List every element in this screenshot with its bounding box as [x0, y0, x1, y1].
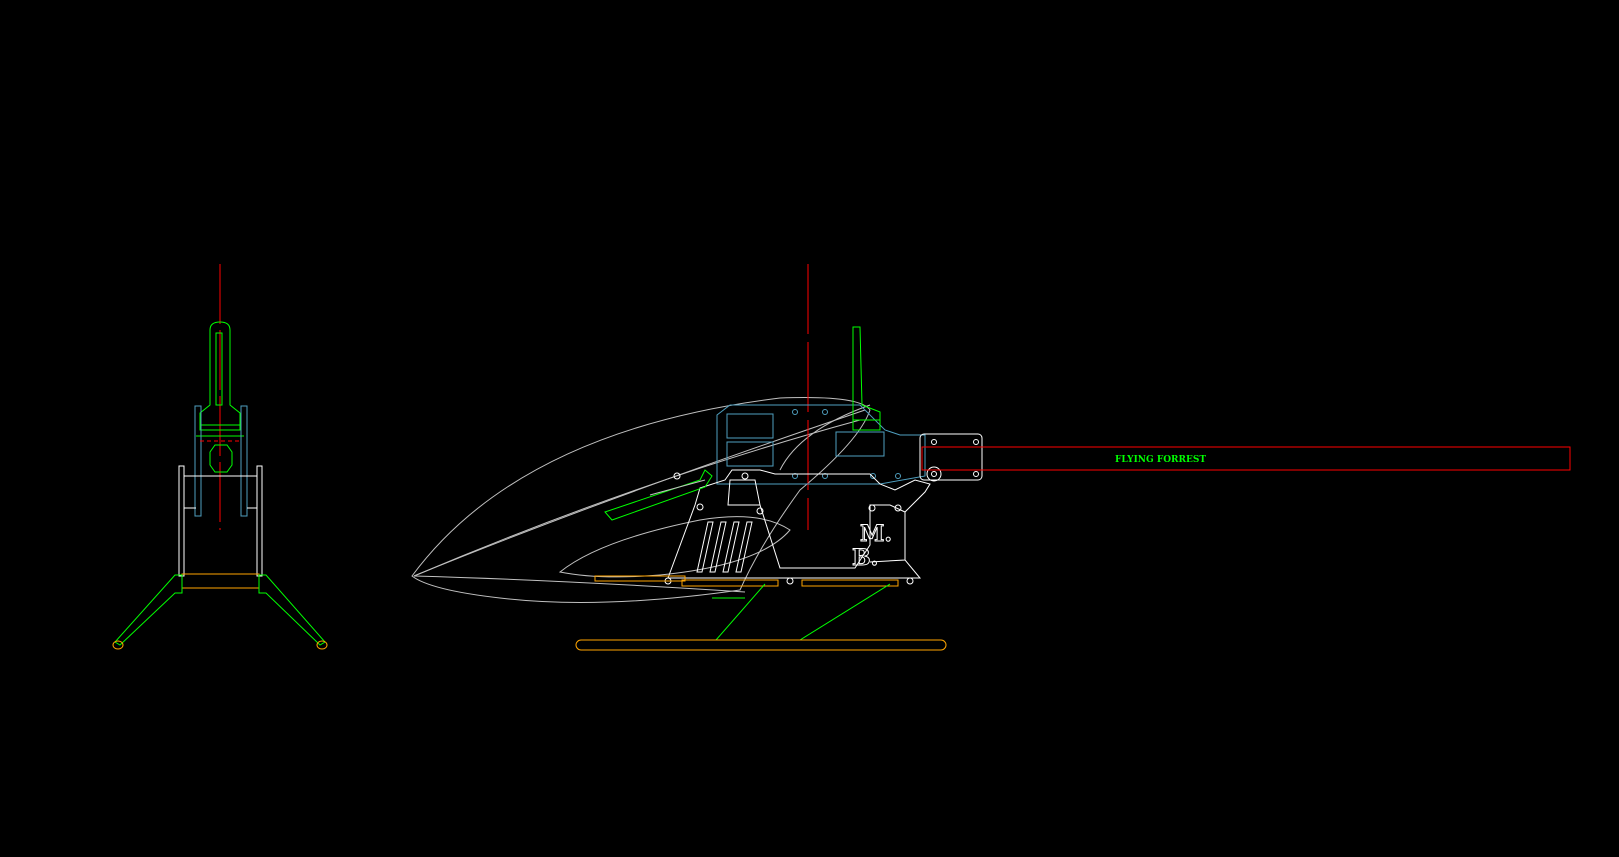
throttle-linkage — [604, 469, 713, 521]
servo-1 — [726, 413, 774, 439]
frame-logo-line1: M. — [860, 521, 892, 547]
servo-2 — [726, 441, 774, 467]
front-left-skid-end — [112, 640, 124, 650]
frame-hole-8 — [786, 577, 794, 585]
frame-bolt-2 — [822, 409, 828, 415]
canopy-window — [558, 516, 791, 578]
vent-slot-2 — [709, 521, 727, 573]
vent-slot-1 — [696, 521, 714, 573]
canopy-outline — [411, 397, 871, 603]
boom-bolt-2 — [973, 439, 979, 445]
skid-tube — [575, 639, 947, 651]
antenna-tube — [852, 326, 881, 431]
boom-pivot — [926, 466, 942, 482]
front-rotor-slot — [215, 332, 223, 406]
skid-strut-rear — [799, 583, 891, 641]
front-rotor-head — [199, 321, 241, 431]
front-left-plate — [194, 405, 202, 517]
front-view — [112, 264, 328, 650]
front-right-plate — [240, 405, 248, 517]
canopy-nose-line — [413, 575, 746, 593]
frame-hole-2 — [696, 503, 704, 511]
front-frame-right — [256, 465, 263, 577]
boom-bolt-4 — [973, 471, 979, 477]
front-right-skid-end — [316, 640, 328, 650]
front-skid-plate — [181, 573, 260, 589]
skid-strut-front — [715, 583, 766, 641]
frame-hole-9 — [906, 577, 914, 585]
skid-mount-rear — [681, 579, 779, 587]
canopy-inner-line-2 — [413, 419, 861, 577]
frame-cutout-cabin — [727, 479, 761, 506]
vent-slot-4 — [735, 521, 753, 573]
frame-cutout-main — [759, 504, 906, 569]
boom-mount — [919, 433, 983, 481]
skid-mount-front — [594, 575, 686, 582]
canopy-upper-curve — [779, 404, 871, 471]
frame-bolt-5 — [870, 473, 876, 479]
frame-hole-5 — [868, 504, 876, 512]
boom-bolt-1 — [931, 439, 937, 445]
frame-hole-6 — [894, 504, 902, 512]
side-view: FLYING FORREST M. B. — [411, 264, 1571, 651]
tail-boom-label: FLYING FORREST — [1115, 455, 1206, 465]
canopy-inner-line-1 — [413, 409, 866, 577]
front-frame-left — [178, 465, 185, 577]
front-right-leg — [258, 574, 326, 646]
linkage-rod — [649, 479, 706, 496]
frame-bolt-6 — [895, 473, 901, 479]
upper-frame-plate — [716, 404, 926, 485]
tail-boom — [921, 446, 1571, 471]
frame-hole-1 — [673, 472, 681, 480]
vent-slot-3 — [722, 521, 740, 573]
skid-mount-rear-2 — [801, 579, 899, 587]
boom-bolt-3 — [931, 471, 937, 477]
frame-hole-4 — [741, 472, 749, 480]
gyro-box — [835, 431, 885, 457]
frame-hole-3 — [756, 507, 764, 515]
front-main-gear — [209, 444, 233, 473]
frame-bolt-1 — [792, 409, 798, 415]
front-left-leg — [114, 574, 183, 646]
frame-logo-line2: B. — [852, 545, 878, 571]
